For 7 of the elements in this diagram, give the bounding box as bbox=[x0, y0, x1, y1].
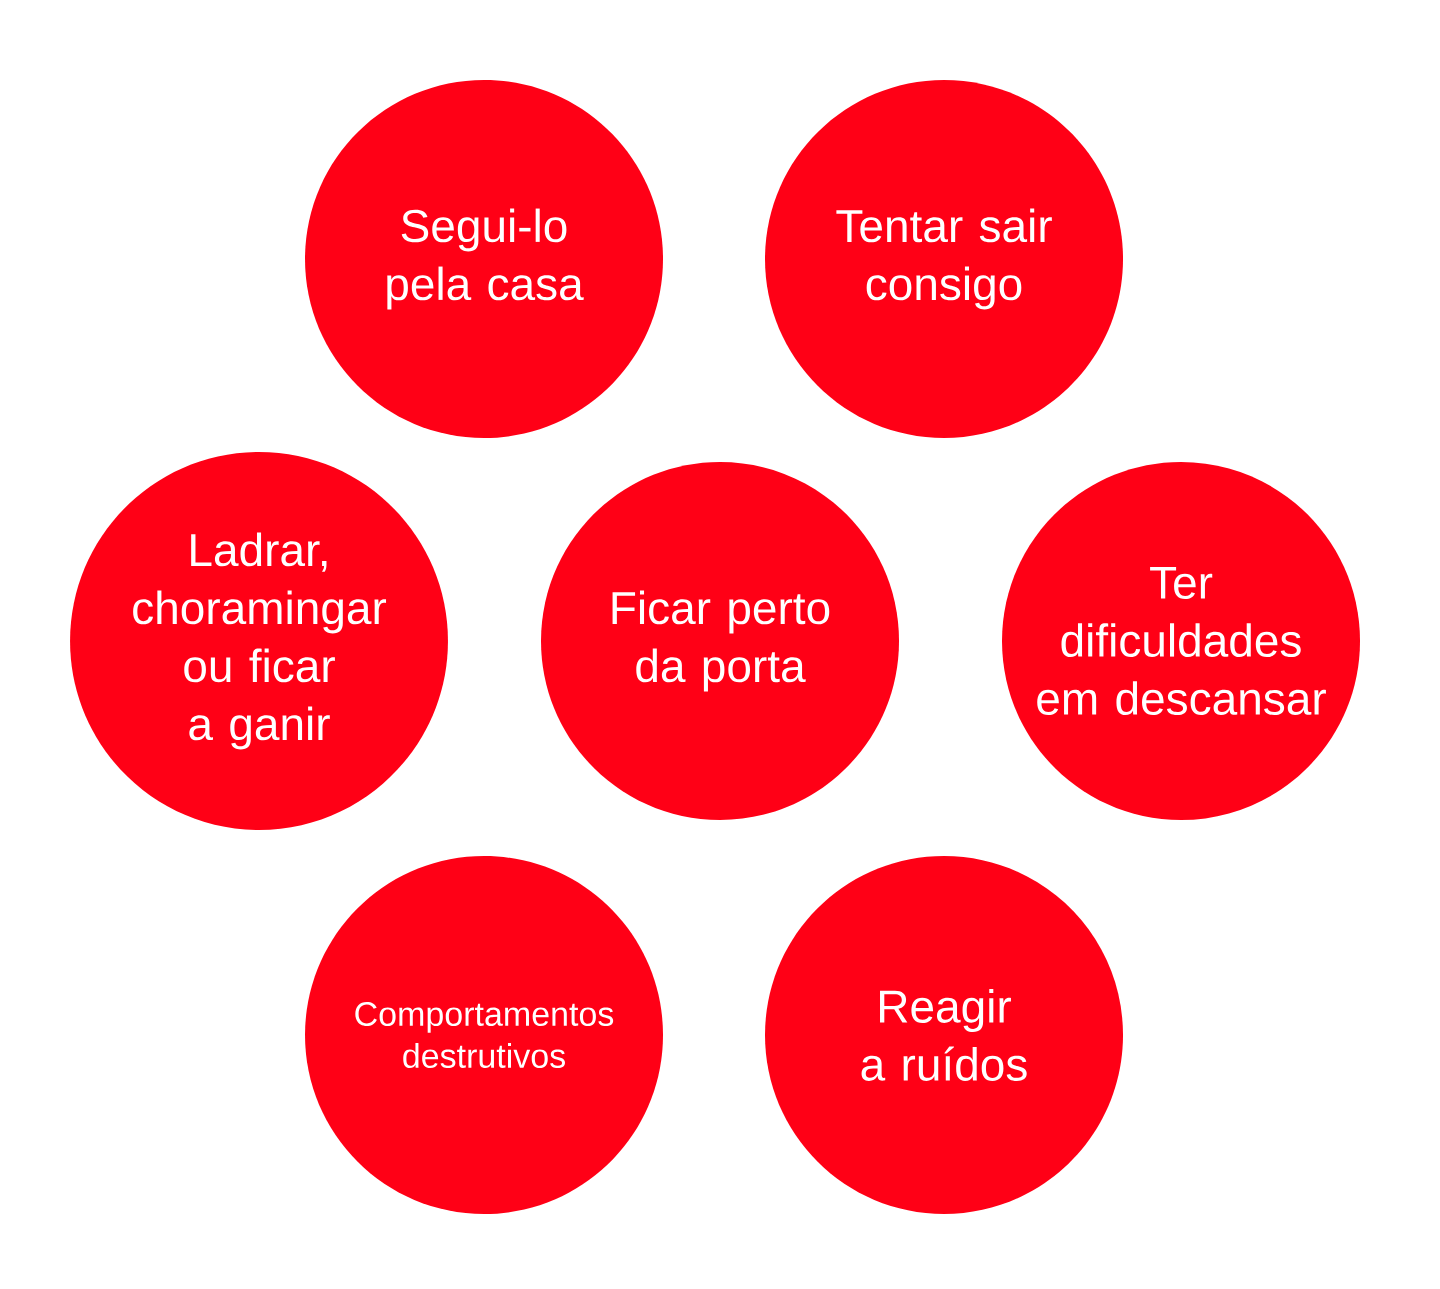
circle-node: Segui-lo pela casa bbox=[305, 80, 663, 438]
circle-node: Comportamentos destrutivos bbox=[305, 856, 663, 1214]
circle-node: Ladrar, choramingar ou ficar a ganir bbox=[70, 452, 448, 830]
circle-node: Ter dificuldades em descansar bbox=[1002, 462, 1360, 820]
circle-node: Reagir a ruídos bbox=[765, 856, 1123, 1214]
circle-node: Ficar perto da porta bbox=[541, 462, 899, 820]
circle-node: Tentar sair consigo bbox=[765, 80, 1123, 438]
